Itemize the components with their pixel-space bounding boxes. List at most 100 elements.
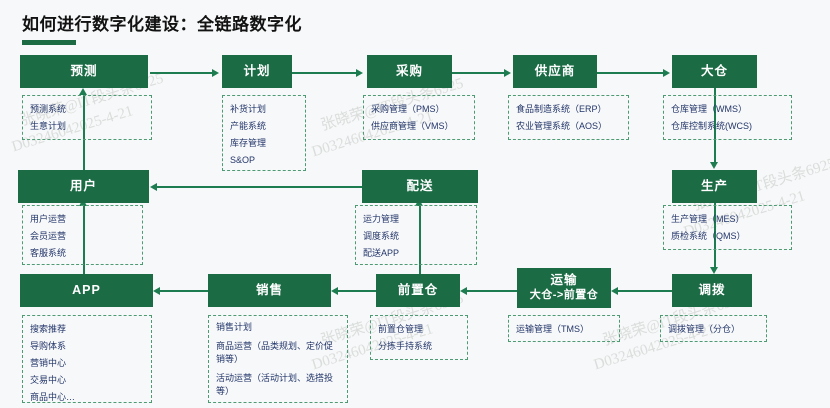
connector-purchase-to-supplier (452, 72, 504, 74)
detail-item: 会员运营 (30, 231, 67, 242)
node-user-label: 用户 (69, 178, 97, 193)
connector-forecast-to-plan (150, 72, 212, 74)
detail-forecast: 预测系统 生意计划 (22, 95, 152, 140)
node-transport-sublabel: 大仓->前置仓 (529, 288, 599, 301)
detail-item: 生产管理（MES） (671, 214, 745, 224)
node-plan-label: 计划 (243, 63, 271, 78)
detail-item: 供应商管理（VMS） (371, 121, 454, 132)
connector-warehouse-to-production (714, 88, 716, 164)
detail-item: 分拣手持系统 (378, 341, 433, 352)
arrowhead-delivery-to-user (150, 182, 157, 191)
detail-item: 交易中心 (30, 375, 67, 386)
connector-plan-to-purchase (292, 72, 356, 74)
arrowhead-user-to-forecast (78, 88, 87, 95)
arrowhead-purchase-to-supplier (504, 68, 511, 77)
detail-item: 运力管理 (363, 214, 400, 224)
node-allocate[interactable]: 调拨 (672, 274, 752, 307)
arrowhead-warehouse-to-production (709, 162, 718, 169)
node-supplier[interactable]: 供应商 (513, 55, 597, 88)
detail-production: 生产管理（MES） 质检系统（QMS） (663, 205, 792, 250)
connector-sales-to-delivery (419, 204, 421, 274)
detail-item: 前置仓管理 (378, 324, 424, 334)
detail-item: 产能系统 (230, 121, 267, 132)
detail-item: 调度系统 (363, 231, 400, 242)
detail-item: 采购管理（PMS） (371, 104, 445, 114)
detail-item: 补货计划 (230, 104, 267, 114)
detail-item: 商品中心… (30, 392, 76, 403)
node-sales-label: 销售 (255, 282, 283, 297)
detail-item: 调拨管理（分仓） (668, 324, 741, 334)
arrowhead-allocate-to-transport (611, 286, 618, 295)
node-forecast[interactable]: 预测 (20, 55, 148, 88)
detail-purchase: 采购管理（PMS） 供应商管理（VMS） (363, 95, 475, 140)
detail-transport: 运输管理（TMS） (508, 315, 620, 342)
detail-frontwh: 前置仓管理 分拣手持系统 (370, 315, 468, 360)
detail-item: 库存管理 (230, 138, 267, 149)
detail-item: 食品制造系统（ERP） (516, 104, 607, 114)
node-delivery[interactable]: 配送 (362, 170, 478, 203)
detail-item: 仓库控制系统(WCS) (671, 121, 752, 132)
connector-frontwh-to-sales (338, 290, 376, 292)
detail-item: 预测系统 (30, 104, 67, 114)
detail-supplier: 食品制造系统（ERP） 农业管理系统（AOS） (508, 95, 629, 140)
node-production-label: 生产 (700, 178, 728, 193)
detail-item: 配送APP (363, 248, 400, 259)
detail-item: 质检系统（QMS） (671, 231, 746, 242)
node-frontwh-label: 前置仓 (397, 282, 439, 297)
node-app-label: APP (72, 282, 101, 297)
detail-item: 农业管理系统（AOS） (516, 121, 608, 132)
detail-app: 搜索推荐 导购体系 营销中心 交易中心 商品中心… (22, 315, 152, 403)
connector-production-to-allocate (714, 203, 716, 269)
connector-app-to-user (83, 204, 85, 274)
connector-delivery-to-user (157, 186, 364, 188)
detail-item: 用户运营 (30, 214, 67, 224)
node-warehouse-label: 大仓 (700, 63, 728, 78)
arrowhead-supplier-to-warehouse (663, 68, 670, 77)
detail-user: 用户运营 会员运营 客服系统 (22, 205, 143, 265)
arrowhead-plan-to-purchase (356, 68, 363, 77)
detail-plan: 补货计划 产能系统 库存管理 S&OP (222, 95, 306, 171)
detail-item: 销售计划 (216, 322, 253, 332)
node-frontwh[interactable]: 前置仓 (376, 274, 460, 307)
arrowhead-sales-to-app (153, 286, 160, 295)
detail-item: 客服系统 (30, 248, 67, 259)
detail-item: S&OP (230, 155, 256, 166)
node-forecast-label: 预测 (70, 63, 98, 78)
node-transport-label: 运输 (550, 273, 578, 288)
node-delivery-label: 配送 (406, 178, 434, 193)
detail-item: 仓库管理（WMS） (671, 104, 747, 114)
node-user[interactable]: 用户 (18, 170, 149, 203)
detail-item: 营销中心 (30, 358, 67, 369)
title-underline-rule (22, 40, 76, 45)
connector-user-to-forecast (83, 93, 85, 171)
node-app[interactable]: APP (20, 274, 153, 307)
connector-transport-to-frontwh (467, 290, 517, 292)
detail-item: 导购体系 (30, 341, 67, 352)
arrowhead-forecast-to-plan (212, 68, 219, 77)
connector-supplier-to-warehouse (597, 72, 663, 74)
node-plan[interactable]: 计划 (222, 55, 292, 88)
node-supplier-label: 供应商 (534, 63, 576, 78)
node-purchase[interactable]: 采购 (367, 55, 452, 88)
detail-delivery: 运力管理 调度系统 配送APP (355, 205, 477, 265)
node-warehouse[interactable]: 大仓 (672, 55, 757, 88)
arrowhead-production-to-allocate (709, 267, 718, 274)
detail-item: 商品运营（品类规划、定价促销等） (216, 341, 334, 365)
detail-item: 运输管理（TMS） (516, 324, 589, 334)
page-title: 如何进行数字化建设：全链路数字化 (22, 15, 302, 34)
arrowhead-transport-to-frontwh (460, 286, 467, 295)
node-sales[interactable]: 销售 (208, 274, 331, 307)
connector-sales-to-app (160, 290, 208, 292)
node-purchase-label: 采购 (395, 63, 423, 78)
detail-warehouse: 仓库管理（WMS） 仓库控制系统(WCS) (663, 95, 792, 140)
node-production[interactable]: 生产 (672, 170, 757, 203)
node-allocate-label: 调拨 (698, 282, 726, 297)
detail-item: 搜索推荐 (30, 324, 67, 334)
node-transport[interactable]: 运输 大仓->前置仓 (517, 268, 611, 308)
arrowhead-frontwh-to-sales (331, 286, 338, 295)
detail-sales: 销售计划 商品运营（品类规划、定价促销等） 活动运营（活动计划、选搭投等） (208, 315, 348, 403)
connector-allocate-to-transport (618, 290, 672, 292)
detail-allocate: 调拨管理（分仓） (660, 315, 767, 342)
detail-item: 生意计划 (30, 121, 67, 132)
